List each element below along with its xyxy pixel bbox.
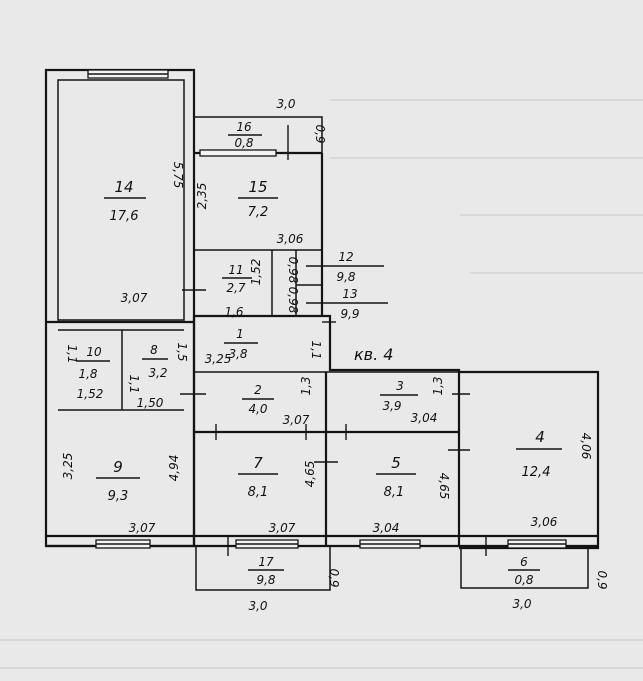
room-4-area: 12,4 xyxy=(522,465,551,480)
dim-room-9-right: 4,94 xyxy=(167,455,181,482)
dim-room-15-depth: 2,35 xyxy=(195,183,209,210)
room-17-number: 17 xyxy=(258,555,274,569)
room-5-number: 5 xyxy=(391,454,401,472)
dim-room-3-width: 3,04 xyxy=(411,411,438,425)
room-4-number: 4 xyxy=(535,428,545,446)
dim-room-1-width: 3,25 xyxy=(205,352,232,366)
dim-room-3-depth: 1,3 xyxy=(431,376,445,395)
room-15-area: 7,2 xyxy=(248,205,269,220)
room-6-number: 6 xyxy=(520,555,528,569)
room-9-number: 9 xyxy=(113,458,123,476)
windows xyxy=(87,69,567,549)
room-10-area: 1,8 xyxy=(78,367,97,381)
dim-balcony-16-width: 3,0 xyxy=(276,97,295,111)
dim-balcony-16-depth: 0,9 xyxy=(313,124,327,143)
room-8-number: 8 xyxy=(150,343,158,357)
room-13-area: 9,9 xyxy=(340,307,359,321)
room-15-number: 15 xyxy=(248,178,267,196)
dim-room-7-width: 3,07 xyxy=(269,521,296,535)
room-11-number: 11 xyxy=(228,263,243,277)
walls xyxy=(44,68,600,591)
dim-room-8-depth: 1,5 xyxy=(175,342,189,361)
room-8-area: 3,2 xyxy=(148,366,167,380)
room-16-area: 0,8 xyxy=(234,136,253,150)
dim-room-5-depth: 4,65 xyxy=(437,473,451,500)
room-labels: 14 17,6 16 0,8 15 7,2 11 2,7 12 9,8 13 9… xyxy=(76,120,562,587)
dim-room-15-width: 3,06 xyxy=(277,232,304,246)
dim-room-12-depth: 0,98 xyxy=(286,257,300,284)
room-7-number: 7 xyxy=(253,454,263,472)
room-11-area: 2,7 xyxy=(226,281,245,295)
dim-room-10-depth: 1,1 xyxy=(65,344,79,363)
dim-room-9-left: 3,25 xyxy=(61,453,75,480)
door-ticks xyxy=(180,125,487,556)
dim-room-11-width: 1,6 xyxy=(224,305,243,319)
room-2-number: 2 xyxy=(254,383,262,397)
room-1-number: 1 xyxy=(236,327,244,341)
room-1-area: 3,8 xyxy=(228,347,247,361)
room-5-area: 8,1 xyxy=(384,485,405,500)
dim-room-5-width: 3,04 xyxy=(373,521,400,535)
room-3-number: 3 xyxy=(396,379,404,393)
dim-balcony-6-width: 3,0 xyxy=(512,597,531,611)
dim-room-14-length: 5,75 xyxy=(171,162,185,189)
room-12-area: 9,8 xyxy=(336,270,355,284)
dim-room-2-depth: 1,3 xyxy=(299,376,313,395)
dim-balcony-6-depth: 0,9 xyxy=(595,570,609,589)
room-16-number: 16 xyxy=(236,120,252,134)
dim-room-2-width: 3,07 xyxy=(283,413,310,427)
dim-room-11-depth: 1,52 xyxy=(249,259,263,286)
room-6-area: 0,8 xyxy=(514,573,533,587)
dim-room-8-side: 1,1 xyxy=(127,374,141,393)
room-2-area: 4,0 xyxy=(248,402,267,416)
room-3-area: 3,9 xyxy=(382,399,401,413)
room-14-number: 14 xyxy=(114,178,133,196)
paper-background-lines xyxy=(0,99,643,669)
dim-room-14-width: 3,07 xyxy=(121,291,148,305)
room-9-area: 9,3 xyxy=(108,489,129,504)
dim-room-8-width: 1,50 xyxy=(137,396,164,410)
apartment-label: кв. 4 xyxy=(354,345,393,364)
dim-balcony-17-width: 3,0 xyxy=(248,599,267,613)
dim-room-4-width: 3,06 xyxy=(531,515,558,529)
dim-room-9-width: 3,07 xyxy=(129,521,156,535)
room-17-area: 9,8 xyxy=(256,573,275,587)
dim-room-1-depth: 1,1 xyxy=(309,340,323,359)
room-14-area: 17,6 xyxy=(110,209,139,224)
dim-room-7-depth: 4,65 xyxy=(303,461,317,488)
dimension-labels: 3,0 0,9 5,75 2,35 3,06 3,07 1,52 1,6 0,9… xyxy=(61,97,609,613)
room-10-number: 10 xyxy=(86,345,102,359)
dim-room-13-depth: 0,98 xyxy=(286,287,300,314)
room-13-number: 13 xyxy=(342,287,357,301)
room-7-area: 8,1 xyxy=(248,485,269,500)
dim-room-4-depth: 4,06 xyxy=(579,433,593,460)
room-12-number: 12 xyxy=(338,250,353,264)
dim-balcony-17-depth: 0,9 xyxy=(327,568,341,587)
dim-room-10-width: 1,52 xyxy=(77,387,104,401)
